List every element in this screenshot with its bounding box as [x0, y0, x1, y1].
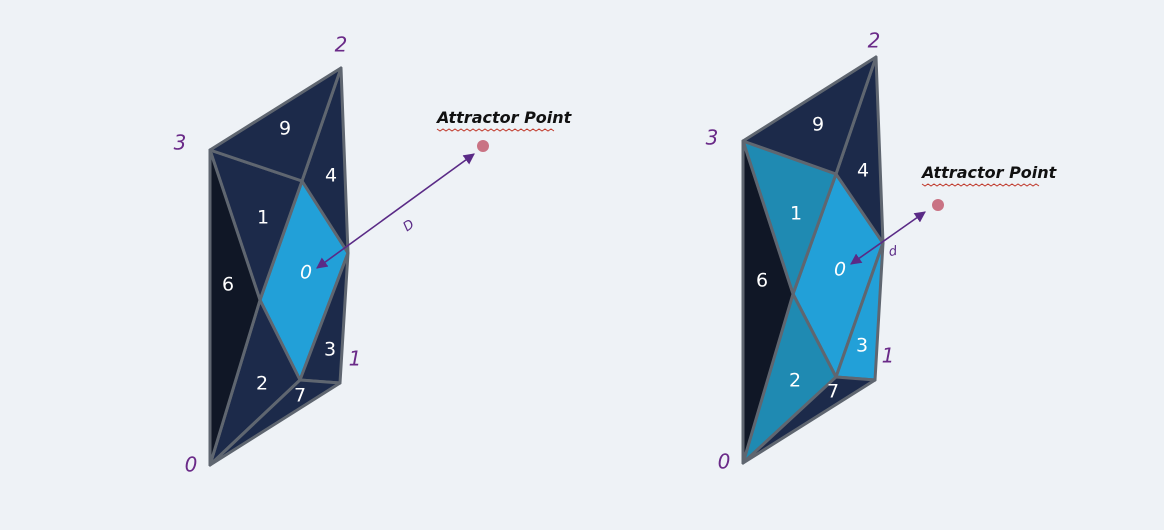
vertex-label-1: 1: [349, 347, 362, 371]
face-7: [741, 375, 877, 465]
attractor-label: Attractor Point: [920, 163, 1058, 182]
face-9: [741, 55, 878, 176]
face-label-9: 9: [279, 118, 291, 140]
vertex-label-2: 2: [335, 33, 348, 57]
face-label-2: 2: [789, 370, 801, 392]
face-label-7: 7: [827, 381, 839, 403]
attractor-point: [477, 140, 489, 152]
face-6: [741, 139, 795, 465]
face-label-3: 3: [324, 339, 336, 361]
vertex-label-3: 3: [174, 131, 187, 155]
face-label-4: 4: [325, 165, 337, 187]
face-label-6: 6: [222, 274, 234, 296]
face-label-9: 9: [812, 114, 824, 136]
vertex-label-0: 0: [718, 450, 731, 474]
attractor-point: [932, 199, 944, 211]
vertex-label-0: 0: [185, 453, 198, 477]
distance-arrow: [316, 153, 475, 269]
attractor-label: Attractor Point: [435, 108, 573, 127]
distance-label: D: [401, 217, 418, 235]
face-label-1: 1: [790, 203, 802, 225]
panel-2: 0 1 2 3 4 6 7 9 0 1 2 3 d Attractor Point: [706, 29, 1058, 474]
face-label-1: 1: [257, 207, 269, 229]
face-label-0: 0: [300, 262, 312, 284]
spellcheck-squiggle: [921, 183, 1040, 187]
distance-label: d: [888, 244, 899, 260]
vertex-label-3: 3: [706, 126, 719, 150]
distance-arrow: [850, 211, 926, 265]
vertex-label-1: 1: [882, 344, 895, 368]
face-7: [208, 378, 342, 467]
face-label-0: 0: [834, 259, 846, 281]
face-9: [208, 66, 343, 183]
spellcheck-squiggle: [436, 128, 555, 132]
vertex-label-2: 2: [868, 29, 881, 53]
face-label-6: 6: [756, 270, 768, 292]
face-label-7: 7: [294, 385, 306, 407]
face-label-2: 2: [256, 373, 268, 395]
face-label-3: 3: [856, 335, 868, 357]
face-label-4: 4: [857, 160, 869, 182]
face-6: [208, 148, 262, 467]
